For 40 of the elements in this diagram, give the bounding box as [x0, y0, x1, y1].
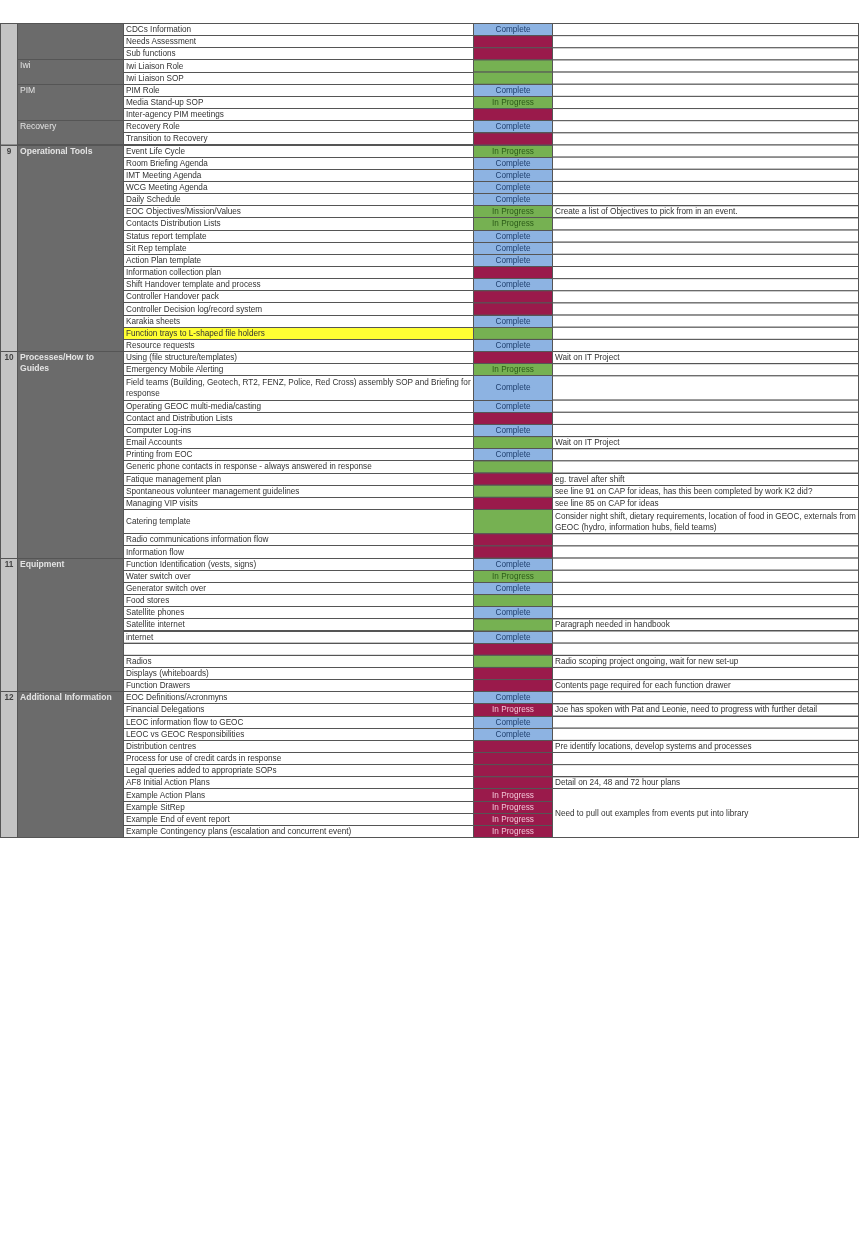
comment-text: eg. travel after shift — [552, 472, 859, 486]
comment-text: Joe has spoken with Pat and Leonie, need to progress with further detail — [552, 703, 859, 717]
status-label: Complete — [473, 278, 553, 292]
task-name: Example Contingency plans (escalation and concurrent event) — [123, 824, 474, 839]
comment-text: Radio scoping project ongoing, wait for new set-up — [552, 654, 859, 668]
comment-text: Wait on IT Project — [552, 436, 859, 450]
comment-text: Wait on IT Project — [552, 351, 859, 365]
comment-text: Contents page required for each function drawer — [552, 679, 859, 693]
comment-text: see line 85 on CAP for ideas — [552, 496, 859, 510]
comment-text: Paragraph needed in handbook — [552, 618, 859, 632]
comment-text: see line 91 on CAP for ideas, has this been completed by work K2 did? — [552, 484, 859, 498]
subsection-heading: Iwi — [17, 59, 124, 85]
section-heading: Operational Tools — [17, 144, 124, 353]
status-label: In Progress — [473, 217, 553, 231]
comment-text: Pre identify locations, develop systems and processes — [552, 739, 859, 753]
task-name: Satellite internet — [123, 618, 474, 632]
section-heading: Additional Information — [17, 691, 124, 839]
status-label: Complete — [473, 23, 553, 37]
subsection-heading: Recovery — [17, 120, 124, 146]
section-number: 10 — [0, 351, 18, 559]
comment-text: Create a list of Objectives to pick from in an event. — [552, 205, 859, 219]
comment-text: Consider night shift, dietary requirements, location of food in GEOC, externals from GEOC (hydro, information hubs, field teams) — [552, 509, 859, 535]
task-name: Event Life Cycle — [123, 144, 474, 158]
comment-text: Detail on 24, 48 and 72 hour plans — [552, 776, 859, 790]
section-heading: Processes/How to Guides — [17, 351, 124, 559]
task-name: internet — [123, 630, 474, 644]
status-label: Complete — [473, 448, 553, 462]
section-number: 9 — [0, 144, 18, 353]
status-label: Complete — [473, 375, 553, 401]
section-number: 12 — [0, 691, 18, 839]
highlighted-task-name: Function trays to L-shaped file holders — [123, 326, 474, 340]
status-label: Complete — [473, 606, 553, 620]
task-name: Transition to Recovery — [123, 132, 474, 146]
status-label: In Progress — [473, 703, 553, 717]
subsection-heading: PIM — [17, 83, 124, 122]
status-label: In Progress — [473, 788, 553, 802]
comment-text: Need to pull out examples from events put into library — [552, 788, 859, 839]
section-number: 11 — [0, 557, 18, 693]
section-heading: Equipment — [17, 557, 124, 693]
status-label: Complete — [473, 120, 553, 134]
